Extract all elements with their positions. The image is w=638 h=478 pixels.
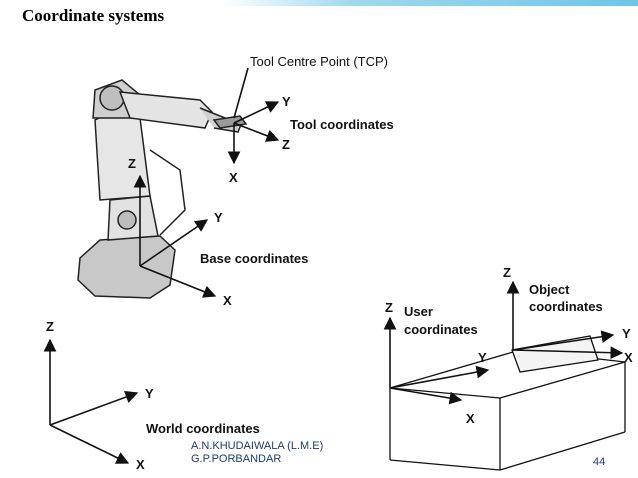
user-coordinates-label-2: coordinates [404,322,478,337]
robot-arm-illustration [77,79,248,299]
object-x-arrow [512,346,624,360]
user-x-arrow [389,387,463,405]
footer-author: A.N.KHUDAIWALA (L.M.E) G.P.PORBANDAR [191,440,323,466]
tool-y-arrow [233,101,280,124]
user-z-label: Z [385,300,393,315]
object-y-label: Y [622,326,631,341]
user-y-label: Y [478,350,487,365]
base-x-label: X [223,293,232,308]
tool-coordinates-label: Tool coordinates [290,117,394,132]
footer-line-2: G.P.PORBANDAR [191,453,282,465]
world-y-label: Y [145,386,154,401]
tool-y-label: Y [282,94,291,109]
top-accent-bar [0,0,638,6]
tool-z-arrow [233,122,280,142]
footer-line-1: A.N.KHUDAIWALA (L.M.E) [191,440,324,452]
world-coordinate-axes [43,338,139,464]
page-number: 44 [593,456,606,468]
object-coordinates-label-2: coordinates [529,299,603,314]
tcp-leader-line [233,67,249,119]
user-y-arrow [389,365,490,389]
tool-x-label: X [229,170,238,185]
world-x-label: X [136,457,145,472]
world-x-arrow [49,424,130,464]
user-x-label: X [466,411,475,426]
user-coordinate-axes [383,316,490,405]
tcp-label: Tool Centre Point (TCP) [250,54,388,69]
tool-z-label: Z [282,137,290,152]
base-z-label: Z [128,156,136,171]
world-z-label: Z [46,319,54,334]
table-illustration [389,335,626,471]
object-coordinate-axes [506,280,624,360]
world-coordinates-label: World coordinates [146,421,260,436]
base-y-label: Y [214,210,223,225]
base-coordinate-axes [133,174,217,298]
world-y-arrow [49,390,139,426]
user-coordinates-label-1: User [404,304,433,319]
object-x-label: X [624,350,633,365]
object-y-arrow [512,330,615,351]
object-coordinates-label-1: Object [529,282,570,297]
base-coordinates-label: Base coordinates [200,251,308,266]
base-x-arrow [139,265,217,298]
object-z-label: Z [503,265,511,280]
page-title: Coordinate systems [22,6,165,25]
tool-coordinate-axes [227,67,280,165]
base-y-arrow [139,219,209,267]
